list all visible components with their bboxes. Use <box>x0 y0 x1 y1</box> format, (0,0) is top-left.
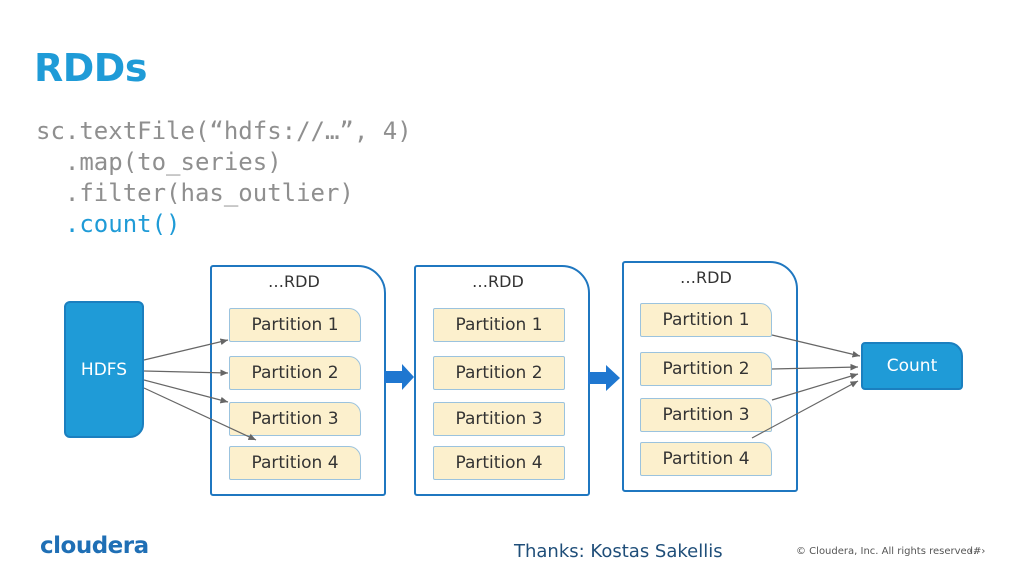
count-edge-3 <box>771 372 859 401</box>
count-edge-4 <box>751 380 859 439</box>
rdd2-partition-1: Partition 1 <box>433 308 565 342</box>
rdd3-partition-3: Partition 3 <box>640 398 772 432</box>
count-edge-2 <box>771 363 859 371</box>
transform-arrow-2 <box>588 365 620 391</box>
hdfs-node: HDFS <box>64 301 144 438</box>
thanks-credit: Thanks: Kostas Sakellis <box>514 541 723 562</box>
rdd1-partition-3: Partition 3 <box>229 402 361 436</box>
count-edge-1 <box>771 334 861 358</box>
code-line-2: .map(to_series) <box>36 148 282 176</box>
rdd1-partition-1: Partition 1 <box>229 308 361 342</box>
hdfs-edge-4 <box>143 387 257 441</box>
copyright-text: © Cloudera, Inc. All rights reserved. <box>796 546 977 557</box>
rdd3-partition-1: Partition 1 <box>640 303 772 337</box>
count-label: Count <box>886 356 938 376</box>
hdfs-edge-3 <box>143 379 229 404</box>
hdfs-edge-1 <box>143 338 229 361</box>
code-block: sc.textFile(“hdfs://…”, 4) .map(to_serie… <box>36 116 412 240</box>
slide-title: RDDs <box>34 46 147 90</box>
rdd-label-1: …RDD <box>268 272 320 291</box>
hdfs-edge-2 <box>143 369 229 377</box>
rdd2-partition-4: Partition 4 <box>433 446 565 480</box>
rdd-label-2: …RDD <box>472 272 524 291</box>
code-line-3: .filter(has_outlier) <box>36 179 354 207</box>
rdd2-partition-3: Partition 3 <box>433 402 565 436</box>
count-node: Count <box>861 342 963 390</box>
hdfs-label: HDFS <box>80 359 128 380</box>
rdd-label-3: …RDD <box>680 268 732 287</box>
rdd2-partition-2: Partition 2 <box>433 356 565 390</box>
code-line-1: sc.textFile(“hdfs://…”, 4) <box>36 117 412 145</box>
rdd1-partition-2: Partition 2 <box>229 356 361 390</box>
rdd1-partition-4: Partition 4 <box>229 446 361 480</box>
transform-arrow-1 <box>384 364 414 390</box>
code-line-4: .count() <box>36 210 181 238</box>
rdd3-partition-2: Partition 2 <box>640 352 772 386</box>
slide-number: ‹#› <box>969 546 986 557</box>
rdd3-partition-4: Partition 4 <box>640 442 772 476</box>
cloudera-logo: cloudera <box>40 533 149 559</box>
